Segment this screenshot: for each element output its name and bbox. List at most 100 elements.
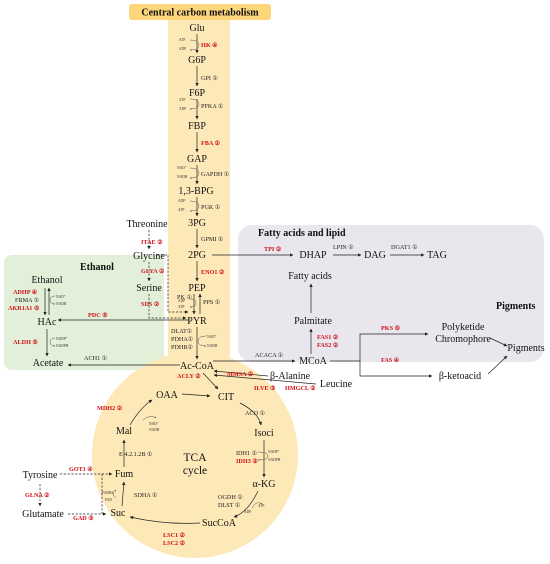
lsc2-enzyme: LSC2 ② (163, 540, 186, 547)
pps-enzyme: PPS ① (203, 299, 220, 306)
glycine-node: Glycine (133, 251, 165, 262)
f6p-node: F6P (189, 88, 206, 99)
pdc-enzyme: PDC ⑤ (88, 312, 108, 319)
idh-nadph: NADPH (268, 458, 281, 462)
cit-node: CIT (218, 392, 234, 403)
aldh-nadph: NADPH (56, 344, 69, 348)
lpin-enzyme: LPIN ① (333, 244, 354, 251)
tag-node: TAG (427, 250, 447, 261)
idh-nadp: NADP⁺ (268, 450, 280, 454)
gpmi-enzyme: GPMI ① (201, 236, 224, 243)
e42-enzyme: E 4.2.1.2B ① (119, 451, 153, 458)
g6p-node: G6P (188, 55, 206, 66)
leucine-node: Leucine (320, 379, 353, 390)
ethanol-node: Ethanol (31, 275, 62, 286)
ach1-enzyme: ACH1 ① (84, 355, 107, 362)
gapdh-nadh: NADH (177, 175, 188, 179)
glycolysis-arrows (192, 34, 202, 360)
fatty-acid-region (238, 225, 544, 362)
pfka-atp: ATP (179, 98, 185, 102)
dag-node: DAG (364, 250, 386, 261)
pks-enzyme: PKS ⑤ (381, 325, 401, 332)
aldh-enzyme: ALDH ⑤ (13, 339, 38, 346)
isoci-node: Isoci (254, 428, 274, 439)
pgk-enzyme: PGK ① (201, 204, 220, 211)
sds-enzyme: SDS ② (141, 301, 160, 308)
acly-enzyme: ACLY ② (177, 373, 201, 380)
tca-region (92, 352, 298, 558)
central-carbon-region (168, 18, 230, 368)
fbp-node: FBP (188, 121, 206, 132)
pg2-node: 2PG (188, 250, 206, 261)
ogdh-atp: ATP (258, 504, 264, 508)
mdh-nadh: NADH (149, 428, 160, 432)
dhap-node: DHAP (299, 250, 327, 261)
amino-inputs: Tyrosine Glutamate GOT1 ④ GLNA ② GAD ③ (22, 466, 113, 522)
ilve-enzyme: ILVE ③ (254, 385, 276, 392)
glna-enzyme: GLNA ② (25, 492, 50, 499)
hk-enzyme: HK ④ (201, 42, 218, 49)
pk-enzyme: PK ① (177, 294, 192, 301)
acaca-enzyme: ACACA ① (255, 352, 283, 359)
pdh-nad: NAD⁺ (207, 335, 217, 339)
pgk-adp: ADP (178, 199, 185, 203)
mal-node: Mal (116, 426, 132, 437)
fum-node: Fum (115, 469, 134, 480)
palmitate-node: Palmitate (294, 316, 332, 327)
serine-node: Serine (136, 283, 162, 294)
akg-node: α-KG (252, 479, 275, 490)
fba-enzyme: FBA ② (201, 140, 221, 147)
got1-enzyme: GOT1 ④ (69, 466, 93, 473)
ogdh-adp: ADP (244, 510, 251, 514)
pg3-node: 3PG (188, 218, 206, 229)
sdha-fadh2: FADH2 (102, 491, 114, 495)
pgk-atp: ATP (178, 208, 184, 212)
pyr-node: PYR (187, 316, 207, 327)
aco-enzyme: ACO ① (245, 410, 265, 417)
acetate-node: Acetate (33, 358, 64, 369)
fattyacids-node: Fatty acids (288, 271, 332, 282)
central-title-box (129, 4, 271, 20)
gapdh-nad: NAD⁺ (177, 166, 187, 170)
glycolysis-enzymes: HK ④ GPI ① PFKA ① FBA ② GAPDH ① PGK ① GP… (171, 42, 229, 351)
mdh-nad: NAD⁺ (149, 422, 159, 426)
bpg-node: 1,3-BPG (178, 186, 213, 197)
polyketide-node-1: Polyketide (442, 322, 485, 333)
acoa-side-reactions: β-Alanine Leucine MMSA ② ILVE ③ HMGCL ② … (177, 369, 353, 392)
aldh-nadp: NADP⁺ (56, 337, 68, 341)
glya-enzyme: GLYA ② (141, 268, 165, 275)
tca-cycle: OAA CIT Isoci α-KG SucCoA Suc Fum Mal AC… (97, 372, 281, 547)
gap-node: GAP (187, 154, 207, 165)
tyrosine-node: Tyrosine (23, 470, 58, 481)
hmgcl-enzyme: HMGCL ② (285, 385, 316, 392)
ethanol-title: Ethanol (80, 262, 114, 273)
mcoa-node: MCoA (299, 356, 328, 367)
pdh-nadh: NADH (207, 344, 218, 348)
glutamate-node: Glutamate (22, 509, 64, 520)
pfka-enzyme: PFKA ① (201, 103, 224, 110)
glycolysis-cofactors: ATP ADP ATP ADP NAD⁺ NADH ADP ATP ADP AT… (177, 38, 218, 348)
betaketo-node: β-ketoacid (439, 371, 481, 382)
pfka-adp: ADP (179, 107, 186, 111)
central-title: Central carbon metabolism (141, 8, 259, 19)
pdha-enzyme: PDHA① (171, 336, 193, 343)
eno1-enzyme: ENO1 ② (201, 269, 225, 276)
glycolysis-metabolites: Glu G6P F6P FBP GAP 1,3-BPG 3PG 2PG PEP … (178, 23, 214, 372)
titles: Central carbon metabolism Fatty acids an… (80, 8, 536, 478)
tpi-enzyme: TPI ② (264, 246, 282, 253)
frma-enzyme: FRMA ① (15, 297, 39, 304)
gpi-enzyme: GPI ① (201, 75, 218, 82)
tca-title-2: cycle (183, 465, 207, 477)
oaa-node: OAA (156, 390, 178, 401)
pk-adp: ADP (178, 299, 185, 303)
threonine-node: Threonine (126, 219, 168, 230)
idh1-enzyme: IDH1 ① (236, 450, 257, 457)
dlat-enzyme: DLAT① (171, 328, 192, 335)
pigments-title: Pigments (496, 301, 536, 312)
polyketide-node-2: Chromophore (435, 334, 491, 345)
amino-acid-branch: Threonine Glycine Serine ITAE ② GLYA ② S… (126, 219, 189, 320)
fas2-enzyme: FAS2 ② (317, 342, 339, 349)
fatty-acid-branch: DHAP DAG TAG Fatty acids Palmitate MCoA … (212, 244, 545, 382)
succoa-node: SucCoA (202, 518, 237, 529)
fas-enzyme: FAS ④ (381, 357, 400, 364)
